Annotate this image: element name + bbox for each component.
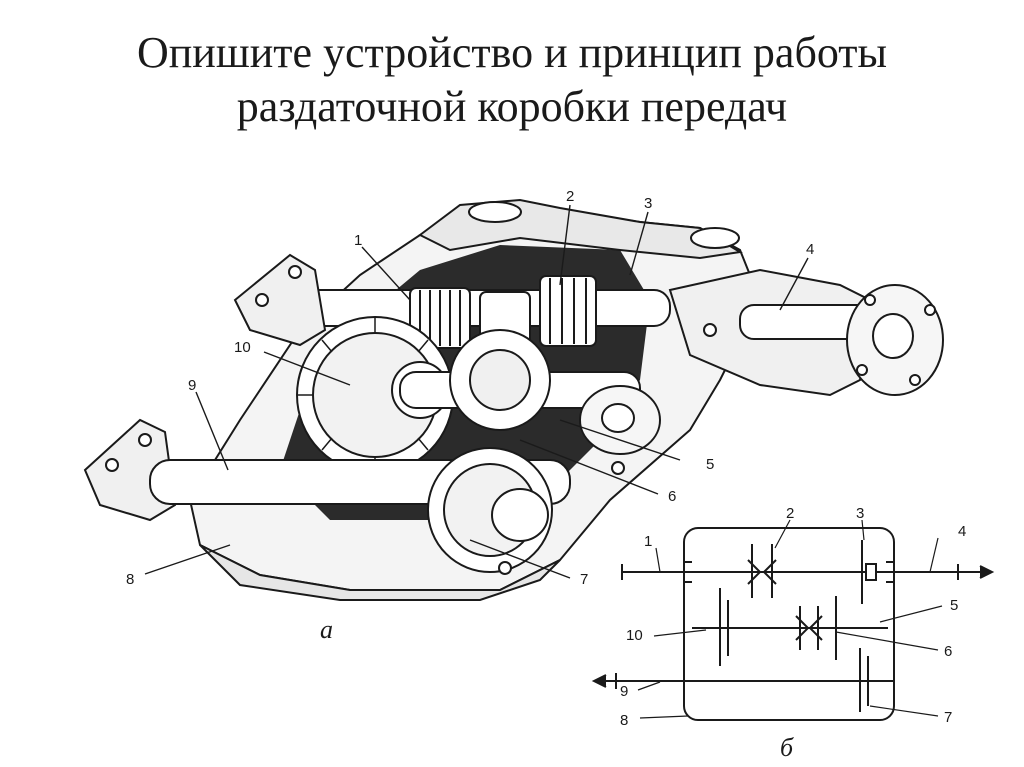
kinematic-schematic — [591, 527, 995, 721]
intermediate-small-gear-hub — [469, 349, 531, 411]
flange-hole — [255, 293, 269, 307]
callout-2: 2 — [566, 188, 574, 205]
schematic-callout-10: 10 — [626, 627, 643, 644]
input-gear — [409, 275, 597, 349]
schematic-callout-4: 4 — [958, 523, 966, 540]
schematic-leaders — [637, 519, 943, 719]
rear-bearing — [491, 488, 549, 542]
flange-hole — [105, 458, 119, 472]
slide-title-line-2: раздаточной коробки передач — [236, 82, 788, 131]
schematic-callout-7: 7 — [944, 709, 952, 726]
schematic-rear-output-arrow — [591, 674, 607, 688]
callout-4: 4 — [806, 241, 814, 258]
flange-bolt — [924, 304, 936, 316]
callout-7: 7 — [580, 571, 588, 588]
schematic-callout-6: 6 — [944, 643, 952, 660]
callout-10: 10 — [234, 339, 251, 356]
schematic-callout-3: 3 — [856, 505, 864, 522]
housing-bolt — [498, 561, 512, 575]
illustration-leaders — [144, 204, 809, 579]
housing-bolt — [703, 323, 717, 337]
top-boss-right — [690, 227, 740, 249]
top-boss-left — [468, 201, 522, 223]
flange-bolt — [856, 364, 868, 376]
schematic-housing — [683, 527, 895, 721]
flange-bolt — [909, 374, 921, 386]
callout-1: 1 — [354, 232, 362, 249]
flange-bolt — [864, 294, 876, 306]
front-output-flange-hub — [872, 313, 914, 359]
intermediate-bearing-inner — [601, 403, 635, 433]
callout-3: 3 — [644, 195, 652, 212]
illustration-callouts: 1 2 3 4 5 6 7 8 9 10 — [126, 188, 814, 588]
schematic-front-output-arrow — [979, 565, 995, 579]
upper-left-flange — [233, 253, 327, 347]
flange-hole — [138, 433, 152, 447]
schematic-callout-8: 8 — [620, 712, 628, 729]
slide-title-line-1: Опишите устройство и принцип работы — [136, 28, 888, 77]
flange-hole — [288, 265, 302, 279]
housing-bolt — [611, 461, 625, 475]
callout-5: 5 — [706, 456, 714, 473]
schematic-callout-5: 5 — [950, 597, 958, 614]
illustration-caption: а — [320, 615, 333, 644]
slide-title: Опишите устройство и принцип работы разд… — [0, 26, 1024, 134]
callout-6: 6 — [668, 488, 676, 505]
schematic-callout-1: 1 — [644, 533, 652, 550]
schematic-callouts: 1 2 3 4 5 6 7 8 9 10 — [620, 505, 966, 729]
schematic-callout-9: 9 — [620, 683, 628, 700]
cutaway-illustration — [83, 198, 944, 601]
schematic-caption: б — [780, 733, 794, 762]
callout-9: 9 — [188, 377, 196, 394]
callout-8: 8 — [126, 571, 134, 588]
schematic-callout-2: 2 — [786, 505, 794, 522]
